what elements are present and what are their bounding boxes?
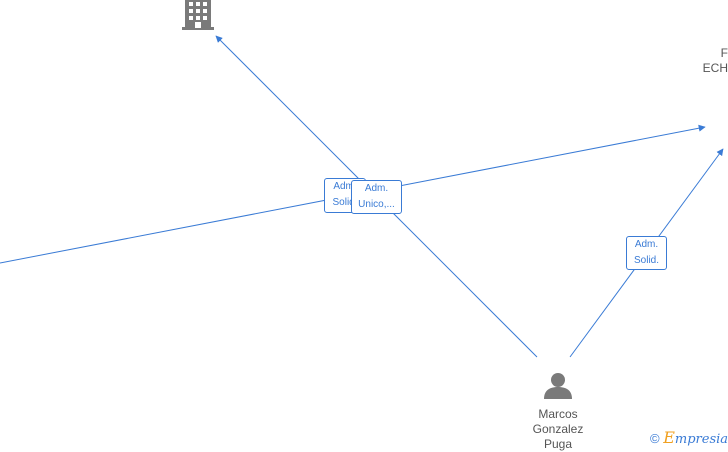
edge-label-line-1: Adm.	[634, 239, 659, 250]
empresia-watermark: © Empresia	[650, 428, 728, 447]
brand-name: mpresia	[674, 432, 728, 447]
edge-label-line-2: Solid.	[332, 197, 358, 208]
edge-label-line-2: Unico,...	[358, 199, 395, 210]
brand-initial: E	[663, 428, 675, 447]
edge-label-line-1: Adm.	[333, 181, 357, 192]
edge-label-line-2: Solid.	[633, 255, 659, 266]
copyright-icon: ©	[650, 431, 660, 446]
person-name-line: Gonzalez	[532, 422, 584, 436]
company-name-label-right[interactable]: F ECH	[703, 46, 728, 76]
person-name-label[interactable]: Marcos Gonzalez Puga	[518, 407, 598, 452]
person-name-line: Marcos	[538, 407, 578, 421]
edge-label-adm-unico[interactable]: Adm. Unico,...	[351, 180, 402, 214]
building-icon[interactable]	[182, 0, 214, 30]
edge-label-line-1: Adm.	[364, 183, 389, 194]
edge-label-adm-solid-right[interactable]: Adm. Solid.	[626, 236, 667, 270]
company-name-line: ECH	[702, 61, 728, 75]
person-icon[interactable]	[544, 373, 572, 399]
company-name-line: F	[720, 46, 728, 60]
person-name-line: Puga	[543, 437, 573, 451]
